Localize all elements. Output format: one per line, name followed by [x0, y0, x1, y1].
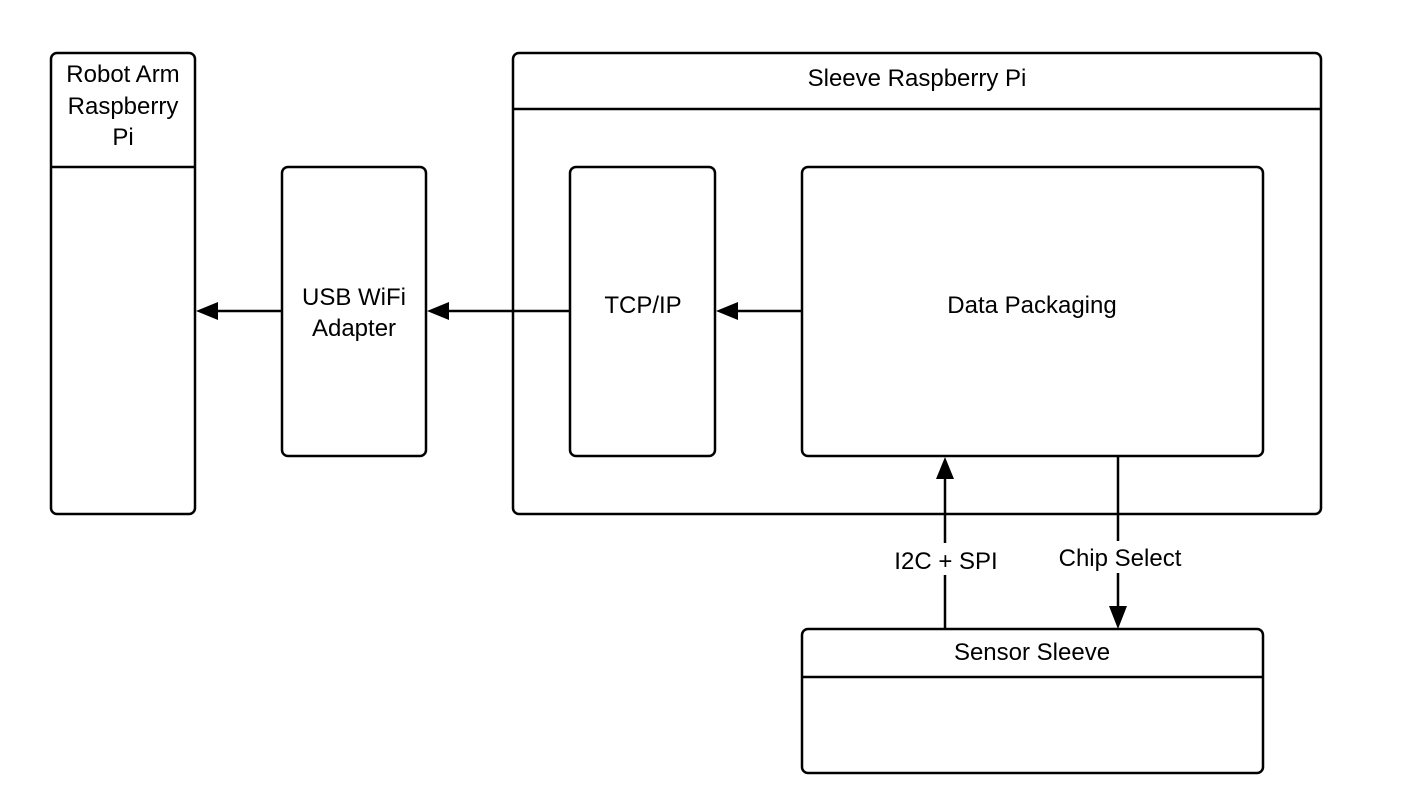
edge-usb-to-robot: [196, 302, 282, 320]
edge-data-to-sensor-arrowhead: [1109, 606, 1127, 629]
edge-data-to-sensor-label: Chip Select: [1059, 545, 1182, 572]
edge-tcp-to-usb-arrowhead: [427, 302, 449, 320]
edge-tcp-to-usb: [427, 302, 570, 320]
edge-data-to-tcp: [716, 302, 802, 320]
robot-arm-pi-title-line-3: Pi: [112, 124, 133, 151]
robot-arm-pi-title-line-1: Robot Arm: [66, 61, 179, 88]
usb-wifi-adapter-label-line-2: Adapter: [312, 315, 396, 342]
data-packaging-label: Data Packaging: [947, 292, 1116, 319]
robot-arm-pi-title-line-2: Raspberry: [68, 93, 179, 120]
sensor-sleeve-title: Sensor Sleeve: [954, 639, 1110, 666]
robot-arm-pi-node: Robot Arm Raspberry Pi: [49, 51, 197, 516]
edge-sensor-to-data-arrowhead: [936, 457, 954, 479]
usb-wifi-adapter-label-line-1: USB WiFi: [302, 284, 406, 311]
edge-sensor-to-data-label: I2C + SPI: [894, 548, 997, 575]
usb-wifi-adapter-node: USB WiFi Adapter: [280, 165, 428, 458]
edge-data-to-tcp-arrowhead: [716, 302, 738, 320]
data-packaging-node: Data Packaging: [800, 165, 1265, 458]
edge-data-to-sensor: Chip Select: [1052, 456, 1188, 629]
tcp-ip-node: TCP/IP: [568, 165, 717, 458]
sleeve-pi-title: Sleeve Raspberry Pi: [808, 65, 1027, 92]
edge-usb-to-robot-arrowhead: [196, 302, 218, 320]
sensor-sleeve-node: Sensor Sleeve: [800, 627, 1265, 775]
tcp-ip-label: TCP/IP: [604, 292, 681, 319]
edge-sensor-to-data: I2C + SPI: [888, 457, 1004, 629]
